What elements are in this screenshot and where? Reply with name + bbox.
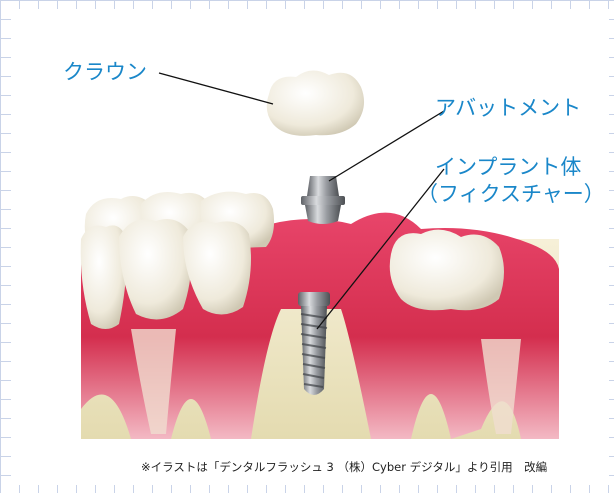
crown-leader-line [159,73,273,104]
crown-label: クラウン [63,59,147,86]
content-panel: クラウン アバットメント インプラント体 （フィクスチャー） ※イラストは「デン… [11,9,609,485]
abutment [301,176,345,224]
implant-label-line1: インプラント体 [435,154,581,181]
crown [267,70,364,135]
implant-label-line2: （フィクスチャー） [417,181,605,208]
image-credit-caption: ※イラストは「デンタルフラッシュ 3 （株）Cyber デジタル」より引用 改編 [141,459,547,475]
right-tooth [390,230,504,311]
abutment-label: アバットメント [435,95,581,122]
